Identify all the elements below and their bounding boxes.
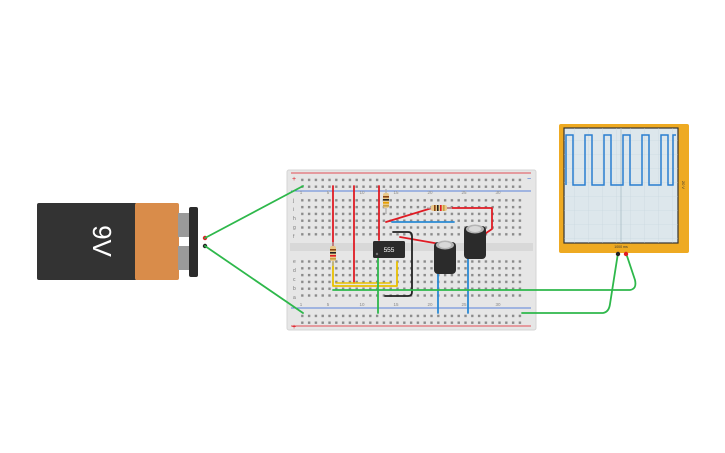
resistor-band [383, 196, 389, 198]
capacitor-c1[interactable] [434, 240, 456, 275]
resistor-band [330, 249, 336, 251]
battery-9v[interactable]: 9V [37, 203, 208, 280]
wire-scope-signal[interactable] [332, 252, 637, 291]
resistor-band [383, 205, 389, 207]
resistor-band [440, 205, 442, 211]
wire-yellow-1[interactable] [332, 261, 398, 287]
column-label: 10 [359, 302, 365, 307]
battery-body [37, 203, 137, 280]
battery-terminal-bottom [178, 246, 190, 270]
resistor-band [383, 199, 389, 201]
resistor-r3[interactable] [427, 205, 452, 211]
wire-black-loop[interactable] [384, 231, 413, 297]
row-letter-j: j [292, 198, 294, 204]
row-letter-i: i [293, 207, 294, 213]
capacitor-top-inner [469, 226, 481, 232]
column-label: 15 [393, 190, 399, 195]
column-label: 5 [327, 190, 330, 195]
top-power-rail-holes[interactable] [298, 175, 524, 189]
capacitor-body [434, 242, 456, 274]
column-label: 20 [427, 190, 433, 195]
resistor-r2[interactable] [383, 189, 389, 214]
oscilloscope-probe-signal[interactable] [623, 251, 629, 257]
row-letter-b: b [293, 286, 296, 292]
row-letter-d: d [293, 268, 296, 274]
battery-copper-cap [135, 203, 179, 280]
resistor-band [330, 252, 336, 254]
capacitor-body [464, 226, 486, 259]
battery-clip [189, 207, 198, 277]
oscilloscope-probe-ground[interactable] [615, 251, 621, 257]
resistor-band [443, 205, 445, 211]
column-label: 30 [495, 190, 501, 195]
resistor-band [383, 202, 389, 204]
capacitor-c2[interactable] [464, 224, 486, 260]
chip-pin1-marker [375, 252, 379, 256]
row-letter-e: e [293, 259, 296, 265]
resistor-band [437, 205, 439, 211]
column-label: 10 [359, 190, 365, 195]
resistor-band [330, 258, 336, 260]
rail-plus-sign-bottom: + [292, 324, 296, 331]
row-letter-h: h [293, 216, 296, 222]
column-label: 25 [461, 302, 467, 307]
column-label: 1 [300, 302, 303, 307]
column-label: 5 [327, 302, 330, 307]
rail-plus-sign: + [292, 176, 296, 183]
column-label: 20 [427, 302, 433, 307]
oscilloscope[interactable]: 20 V 1000 ms [559, 124, 689, 257]
capacitor-top-inner [439, 242, 451, 248]
row-letter-a: a [293, 295, 296, 301]
column-label: 1 [300, 190, 303, 195]
wire-scope-ground[interactable] [521, 252, 619, 314]
row-letter-c: c [293, 277, 296, 283]
chip-label: 555 [384, 247, 395, 254]
oscilloscope-bottom-label: 1000 ms [614, 245, 628, 249]
battery-terminal-top [178, 213, 190, 237]
rail-minus-sign: − [527, 176, 531, 183]
wire-red-diag[interactable] [385, 207, 433, 223]
wire-battery-positive[interactable] [204, 185, 304, 239]
bottom-power-rail-holes[interactable] [298, 311, 524, 325]
wire-battery-negative[interactable] [204, 245, 304, 314]
chip-body [373, 241, 405, 258]
column-label: 30 [495, 302, 501, 307]
upper-terminal-holes[interactable] [298, 195, 524, 239]
lower-terminal-holes[interactable] [298, 256, 524, 300]
ic-555-timer[interactable]: 555 [373, 241, 405, 258]
wire-red-chip-cap[interactable] [399, 236, 441, 245]
resistor-r1[interactable] [330, 242, 336, 266]
resistor-band [434, 205, 436, 211]
column-label: 15 [393, 302, 399, 307]
resistor-band [330, 255, 336, 257]
battery-label: 9V [87, 225, 117, 257]
oscilloscope-trace [565, 134, 676, 186]
oscilloscope-side-label: 20 V [681, 181, 686, 190]
row-letter-f: f [293, 234, 295, 240]
column-label: 25 [461, 190, 467, 195]
row-letter-g: g [293, 225, 296, 231]
